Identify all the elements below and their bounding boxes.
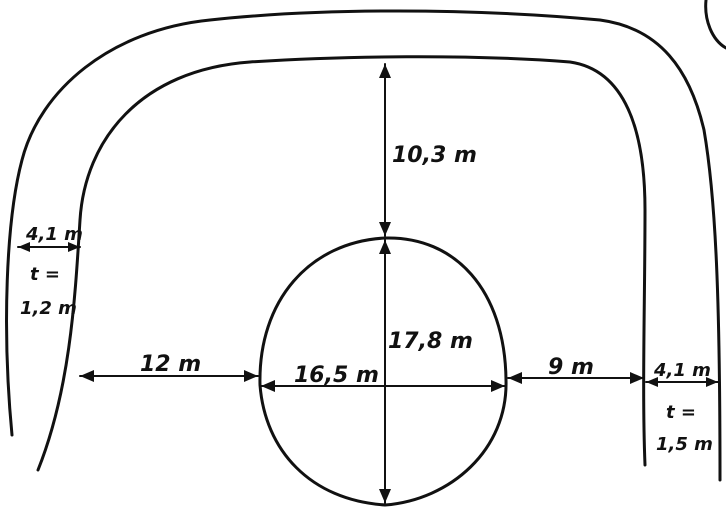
top-gap-arrow-bottom	[379, 222, 391, 236]
right-depth-label-line1: t =	[666, 402, 696, 423]
left-gap-arrow-left	[80, 370, 94, 382]
right-path-width-label: 4,1 m	[653, 360, 711, 381]
right-gap-arrow-left	[508, 372, 522, 384]
pond-width-arrow-left	[261, 380, 275, 392]
left-gap-arrow-right	[244, 370, 258, 382]
left-path-width-arrow-left	[18, 242, 30, 252]
right-gap-label: 9 m	[548, 355, 594, 380]
pond-outline	[258, 236, 508, 507]
left-depth-label-line1: t =	[30, 264, 60, 285]
pond-height-arrow-bottom	[379, 489, 391, 503]
right-gap-arrow-right	[630, 372, 644, 384]
left-path-width-arrow-right	[68, 242, 80, 252]
right-depth-label-line2: 1,5 m	[656, 434, 713, 455]
corner-arc	[704, 0, 726, 50]
pond-width-arrow-right	[491, 380, 505, 392]
left-path-width-label: 4,1 m	[25, 224, 83, 245]
pond-height-arrow-top	[379, 240, 391, 254]
pond-height-label: 17,8 m	[388, 329, 473, 354]
inner-path-edge	[36, 55, 647, 472]
right-path-width-arrow-right	[706, 377, 718, 387]
left-depth-label-line2: 1,2 m	[20, 298, 77, 319]
outer-path-edge	[5, 9, 722, 482]
top-gap-label: 10,3 m	[392, 143, 477, 168]
top-gap-arrow-top	[379, 64, 391, 78]
left-gap-label: 12 m	[140, 352, 201, 377]
right-path-width-arrow-left	[646, 377, 658, 387]
pond-width-label: 16,5 m	[294, 363, 379, 388]
